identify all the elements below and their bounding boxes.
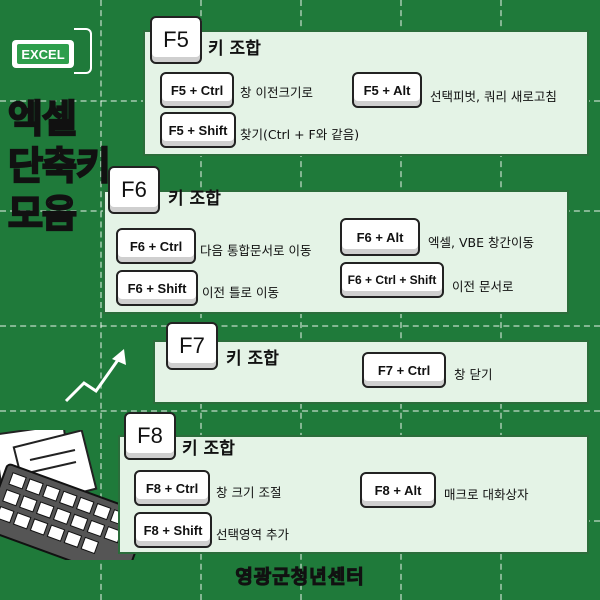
f8-ctrl-desc: 창 크기 조절 [216,485,282,500]
f5-ctrl-desc: 창 이전크기로 [240,85,313,100]
title-line-1: 엑셀 [7,96,78,142]
f6-ctrl-shift-key: F6 + Ctrl + Shift [340,262,444,298]
f7-ctrl-key: F7 + Ctrl [362,352,446,388]
f7-ctrl-desc: 창 닫기 [454,367,493,382]
f5-ctrl-key: F5 + Ctrl [160,72,234,108]
f6-heading: 키 조합 [168,189,221,209]
f7-heading: 키 조합 [226,349,279,369]
f5-key: F5 [150,16,202,64]
title-line-2: 단축키 [7,143,112,189]
trend-arrow-icon [64,349,126,403]
f8-key: F8 [124,412,176,460]
keyboard-illustration [0,430,140,560]
f6-alt-desc: 엑셀, VBE 창간이동 [428,235,534,250]
f6-ctrl-desc: 다음 통합문서로 이동 [200,243,312,258]
f5-alt-desc: 선택피벗, 쿼리 새로고침 [430,89,557,104]
f8-alt-key: F8 + Alt [360,472,436,508]
f5-shift-desc: 찾기(Ctrl + F와 같음) [240,127,360,142]
title-line-3: 모음 [7,191,78,237]
f8-shift-key: F8 + Shift [134,512,212,548]
footer-organization: 영광군청년센터 [235,566,365,589]
f6-ctrl-key: F6 + Ctrl [116,228,196,264]
f6-alt-key: F6 + Alt [340,218,420,256]
f6-key: F6 [108,166,160,214]
f6-ctrl-shift-desc: 이전 문서로 [452,279,514,294]
excel-badge-label: EXCEL [17,44,69,64]
f6-shift-desc: 이전 틀로 이동 [202,285,279,300]
f8-heading: 키 조합 [182,439,235,459]
f8-alt-desc: 매크로 대화상자 [444,487,529,502]
f8-ctrl-key: F8 + Ctrl [134,470,210,506]
f5-shift-key: F5 + Shift [160,112,236,148]
f5-heading: 키 조합 [208,39,261,59]
f7-key: F7 [166,322,218,370]
f5-alt-key: F5 + Alt [352,72,422,108]
f6-shift-key: F6 + Shift [116,270,198,306]
f8-shift-desc: 선택영역 추가 [216,527,289,542]
